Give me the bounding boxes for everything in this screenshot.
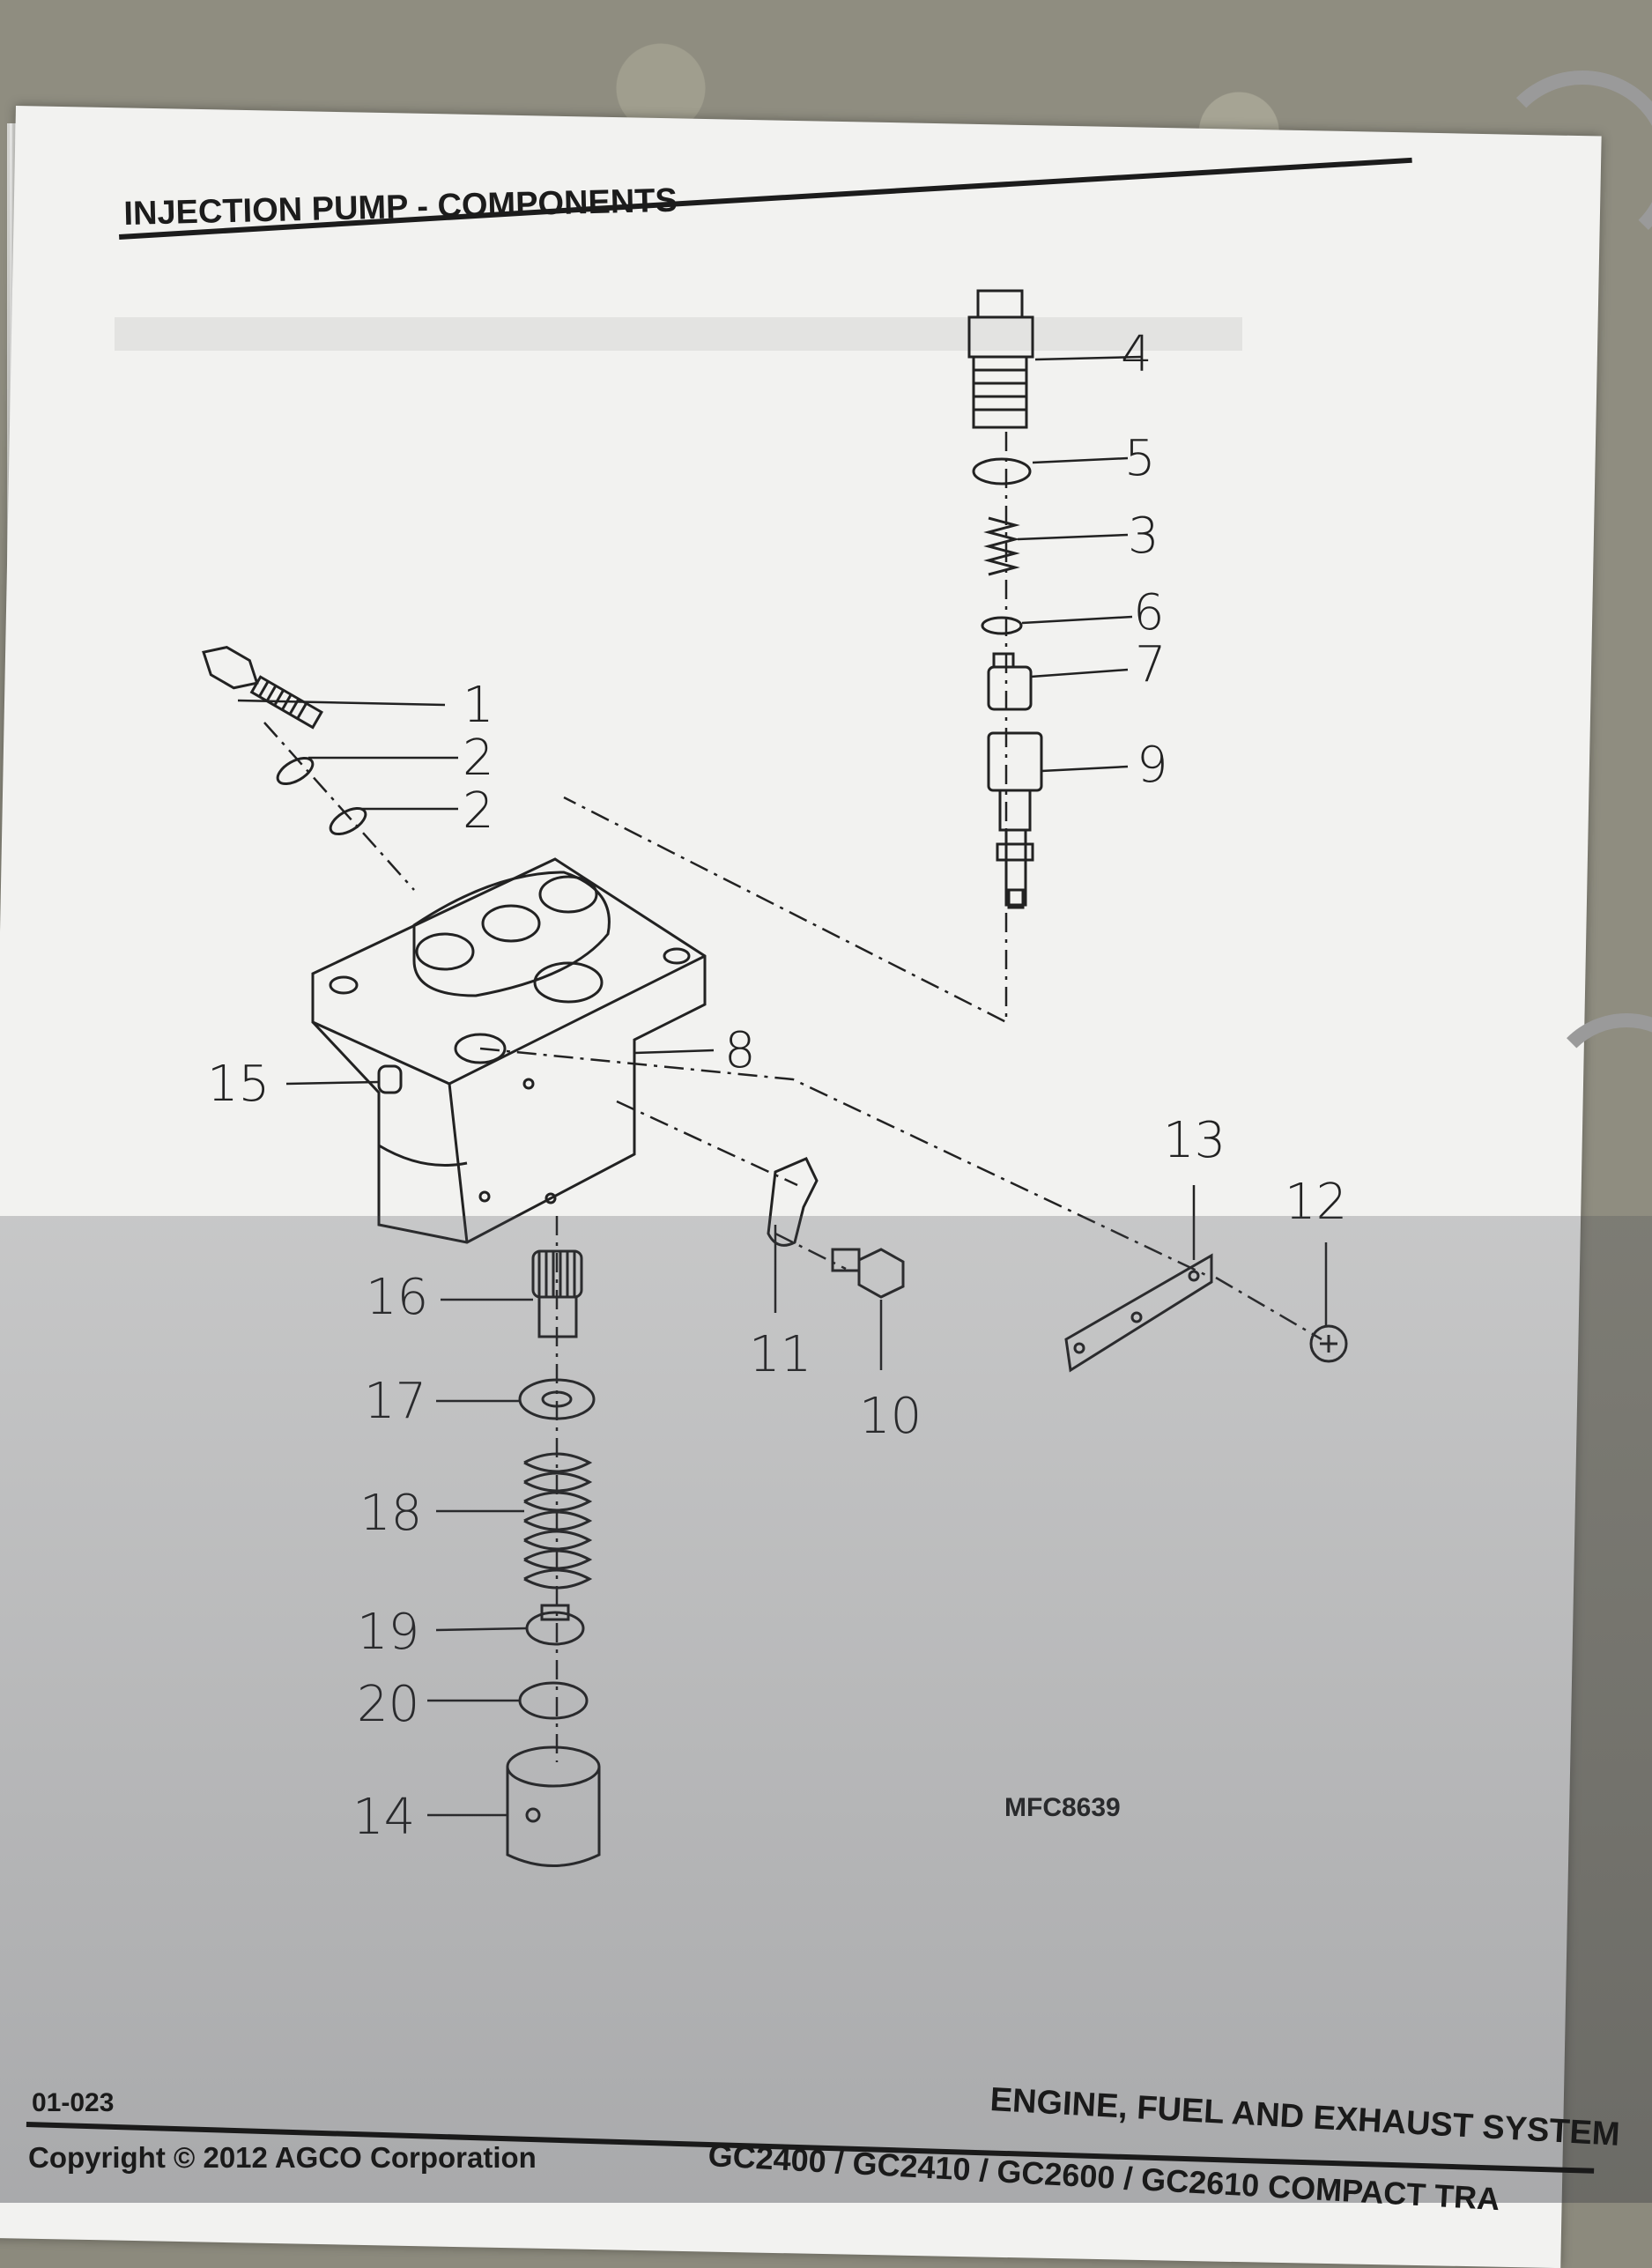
copyright: Copyright © 2012 AGCO Corporation — [28, 2141, 537, 2174]
bleed-through-band — [115, 317, 1242, 351]
callout-14: 14 — [352, 1789, 416, 1846]
callout-18: 18 — [359, 1485, 423, 1542]
callout-8: 8 — [724, 1022, 756, 1079]
part-pin — [377, 1064, 403, 1094]
part-set-bolt — [831, 1248, 905, 1299]
callout-15: 15 — [207, 1056, 270, 1113]
callout-12: 12 — [1285, 1174, 1348, 1231]
callout-13: 13 — [1163, 1112, 1226, 1169]
callout-9: 9 — [1137, 737, 1168, 794]
part-banjo-bolt — [202, 646, 323, 730]
callout-7: 7 — [1135, 636, 1167, 693]
part-spring-seat-lower — [525, 1611, 585, 1646]
part-washer-lower — [329, 806, 367, 836]
part-plunger-spring — [523, 1452, 593, 1590]
part-washer-upper — [276, 756, 315, 786]
callout-5: 5 — [1124, 430, 1156, 487]
figure-code: MFC8639 — [1004, 1793, 1121, 1822]
callout-6: 6 — [1133, 584, 1165, 641]
callout-16: 16 — [366, 1269, 429, 1326]
part-control-lever — [767, 1157, 819, 1247]
callout-1: 1 — [463, 677, 494, 734]
callout-3: 3 — [1128, 508, 1159, 565]
exploded-parts-diagram — [202, 289, 1348, 1867]
part-delivery-valve — [992, 652, 1015, 669]
part-delivery-valve-holder — [967, 289, 1034, 429]
part-valve-spring — [983, 516, 1020, 576]
callout-20: 20 — [357, 1676, 420, 1733]
part-shim — [518, 1681, 589, 1720]
callout-17: 17 — [364, 1373, 427, 1430]
part-o-ring — [981, 616, 1023, 635]
callout-19: 19 — [357, 1604, 420, 1661]
part-pump-housing — [311, 857, 707, 1244]
callout-2-upper: 2 — [463, 730, 494, 787]
part-plunger — [987, 731, 1043, 909]
part-tappet — [506, 1745, 601, 1867]
callout-2-lower: 2 — [463, 782, 494, 840]
callout-10: 10 — [859, 1388, 922, 1445]
callout-11: 11 — [749, 1326, 812, 1383]
part-screw — [1309, 1324, 1348, 1363]
callout-4: 4 — [1121, 326, 1152, 383]
part-gasket — [972, 457, 1032, 485]
page-number: 01-023 — [32, 2088, 115, 2117]
part-lock-plate — [1064, 1253, 1213, 1373]
